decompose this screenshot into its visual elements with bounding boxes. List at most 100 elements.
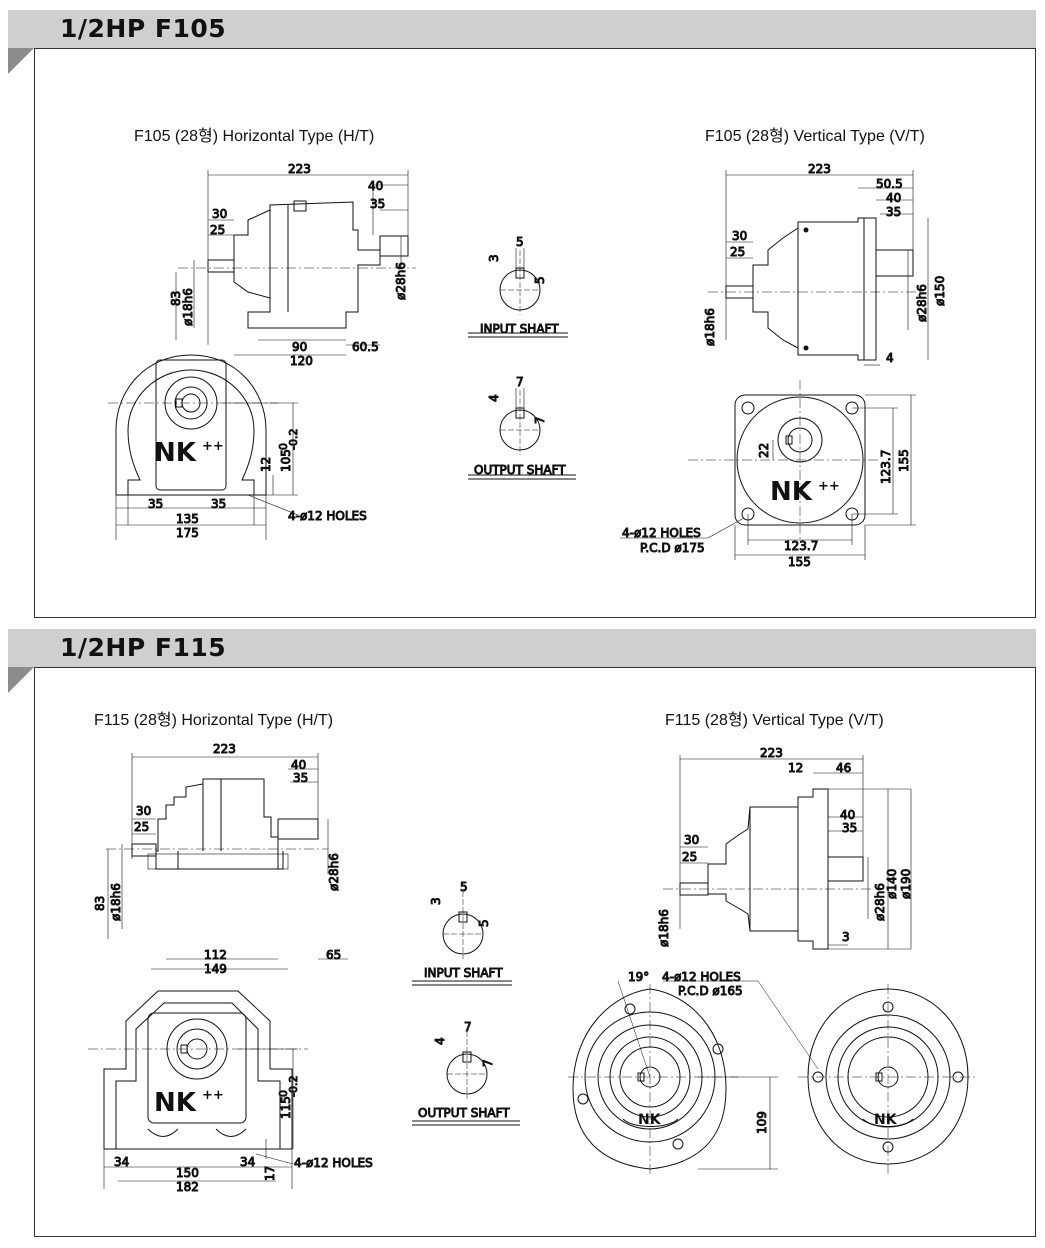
dim-120: 120 bbox=[290, 354, 313, 368]
dim-90: 90 bbox=[292, 340, 307, 354]
dim-223: 223 bbox=[213, 742, 236, 756]
v-holes-label: 4-ø12 HOLES bbox=[662, 970, 741, 984]
dim-28h6: ø28h6 bbox=[394, 262, 408, 300]
drawing-f115: 223 40 35 30 25 83 ø18h6 ø28h6 112 149 6… bbox=[88, 742, 978, 1195]
dim-112: 112 bbox=[204, 948, 227, 962]
dim-83: 83 bbox=[169, 291, 183, 306]
dim-105: 105 bbox=[279, 449, 293, 472]
v-dim-28h6: ø28h6 bbox=[915, 284, 929, 322]
section-title: 1/2HP F105 bbox=[60, 14, 227, 43]
dim-150: 150 bbox=[176, 1166, 199, 1180]
v-dim-28h6: ø28h6 bbox=[873, 883, 887, 921]
v-pcd-label: P.C.D ø165 bbox=[678, 984, 743, 998]
horizontal-caption: F105 (28형) Horizontal Type (H/T) bbox=[134, 128, 375, 145]
input-dim-5b: 5 bbox=[533, 276, 547, 284]
dim-135: 135 bbox=[176, 512, 199, 526]
dim-182: 182 bbox=[176, 1180, 199, 1194]
v-logo-plus: ++ bbox=[818, 479, 840, 494]
section-title: 1/2HP F115 bbox=[60, 633, 227, 662]
v-logo-nk: NK bbox=[770, 477, 813, 507]
section-header: 1/2HP F105 bbox=[8, 10, 1036, 48]
drawing-panel bbox=[34, 48, 1036, 618]
dim-115-tol: 0-0.2 bbox=[277, 1076, 300, 1097]
dim-175: 175 bbox=[176, 526, 199, 540]
v-dim-123-7-vert: 123.7 bbox=[879, 450, 893, 484]
dim-30: 30 bbox=[136, 804, 151, 818]
dim-40: 40 bbox=[368, 179, 383, 193]
logo-plus: ++ bbox=[202, 439, 224, 454]
output-dim-7: 7 bbox=[464, 1020, 472, 1034]
input-dim-5b: 5 bbox=[477, 919, 491, 927]
v-front-view bbox=[620, 380, 916, 560]
dim-35-left: 35 bbox=[148, 497, 163, 511]
dim-35-right: 35 bbox=[211, 497, 226, 511]
v-dim-223: 223 bbox=[760, 746, 783, 760]
input-shaft-label: INPUT SHAFT bbox=[480, 322, 559, 336]
h-side-view bbox=[106, 753, 348, 970]
dim-40: 40 bbox=[291, 758, 306, 772]
dim-149: 149 bbox=[204, 962, 227, 976]
v-holes-label: 4-ø12 HOLES bbox=[622, 526, 701, 540]
dim-30: 30 bbox=[212, 207, 227, 221]
v-dim-30: 30 bbox=[684, 833, 699, 847]
output-shaft-detail bbox=[468, 388, 576, 480]
v-dim-50-5: 50.5 bbox=[876, 177, 903, 191]
holes-label-h: 4-ø12 HOLES bbox=[294, 1156, 373, 1170]
v-dim-155-horiz: 155 bbox=[788, 555, 811, 569]
h-front-view bbox=[88, 990, 308, 1189]
dim-35: 35 bbox=[293, 771, 308, 785]
output-dim-7b: 7 bbox=[533, 416, 547, 424]
v-side-view bbox=[708, 170, 929, 366]
v-dim-18h6: ø18h6 bbox=[657, 909, 671, 947]
h-front-view bbox=[108, 354, 299, 540]
v-dim-109: 109 bbox=[755, 1111, 769, 1134]
dim-105-tol: 0-0.2 bbox=[277, 429, 300, 450]
v-dim-3: 3 bbox=[842, 930, 850, 944]
v-dim-35: 35 bbox=[842, 821, 857, 835]
input-dim-5: 5 bbox=[460, 880, 468, 894]
dim-60-5: 60.5 bbox=[352, 340, 379, 354]
dim-223: 223 bbox=[288, 162, 311, 176]
dim-17: 17 bbox=[263, 1166, 277, 1181]
dim-34-right: 34 bbox=[240, 1155, 255, 1169]
dim-35: 35 bbox=[370, 197, 385, 211]
output-dim-7b: 7 bbox=[481, 1059, 495, 1067]
v-dim-25: 25 bbox=[682, 850, 697, 864]
output-shaft-detail bbox=[412, 1031, 520, 1126]
dim-25: 25 bbox=[210, 223, 225, 237]
logo-plus: ++ bbox=[202, 1088, 224, 1103]
input-dim-3: 3 bbox=[429, 897, 443, 905]
v-dim-19: 19° bbox=[628, 970, 649, 984]
v-dim-150: ø150 bbox=[933, 276, 947, 306]
v-dim-140: ø140 bbox=[885, 869, 899, 899]
v-dim-190: ø190 bbox=[899, 869, 913, 899]
v-front-view-right bbox=[757, 980, 978, 1174]
vertical-caption: F105 (28형) Vertical Type (V/T) bbox=[705, 128, 925, 145]
v-logo-nk-right: NK bbox=[874, 1112, 898, 1128]
input-shaft-detail bbox=[412, 891, 512, 986]
v-dim-35: 35 bbox=[886, 205, 901, 219]
input-dim-3: 3 bbox=[487, 254, 501, 262]
logo-nk: NK bbox=[154, 438, 197, 468]
input-shaft-detail bbox=[468, 248, 568, 338]
v-dim-46: 46 bbox=[836, 761, 851, 775]
v-pcd-label: P.C.D ø175 bbox=[640, 541, 705, 555]
section-header: 1/2HP F115 bbox=[8, 629, 1036, 667]
output-dim-4: 4 bbox=[487, 394, 501, 402]
dim-65: 65 bbox=[326, 948, 341, 962]
h-side-view bbox=[175, 170, 416, 356]
v-dim-30: 30 bbox=[732, 229, 747, 243]
header-fold bbox=[8, 48, 34, 74]
dim-28h6: ø28h6 bbox=[327, 853, 341, 891]
v-dim-40: 40 bbox=[840, 808, 855, 822]
v-dim-22: 22 bbox=[757, 443, 771, 458]
v-dim-40: 40 bbox=[886, 191, 901, 205]
header-fold bbox=[8, 667, 34, 693]
horizontal-caption: F115 (28형) Horizontal Type (H/T) bbox=[94, 712, 334, 729]
v-dim-25: 25 bbox=[730, 245, 745, 259]
output-shaft-label: OUTPUT SHAFT bbox=[474, 463, 566, 477]
output-shaft-label: OUTPUT SHAFT bbox=[418, 1106, 510, 1120]
vertical-caption: F115 (28형) Vertical Type (V/T) bbox=[665, 712, 884, 729]
input-dim-5: 5 bbox=[516, 235, 524, 249]
dim-25: 25 bbox=[134, 820, 149, 834]
